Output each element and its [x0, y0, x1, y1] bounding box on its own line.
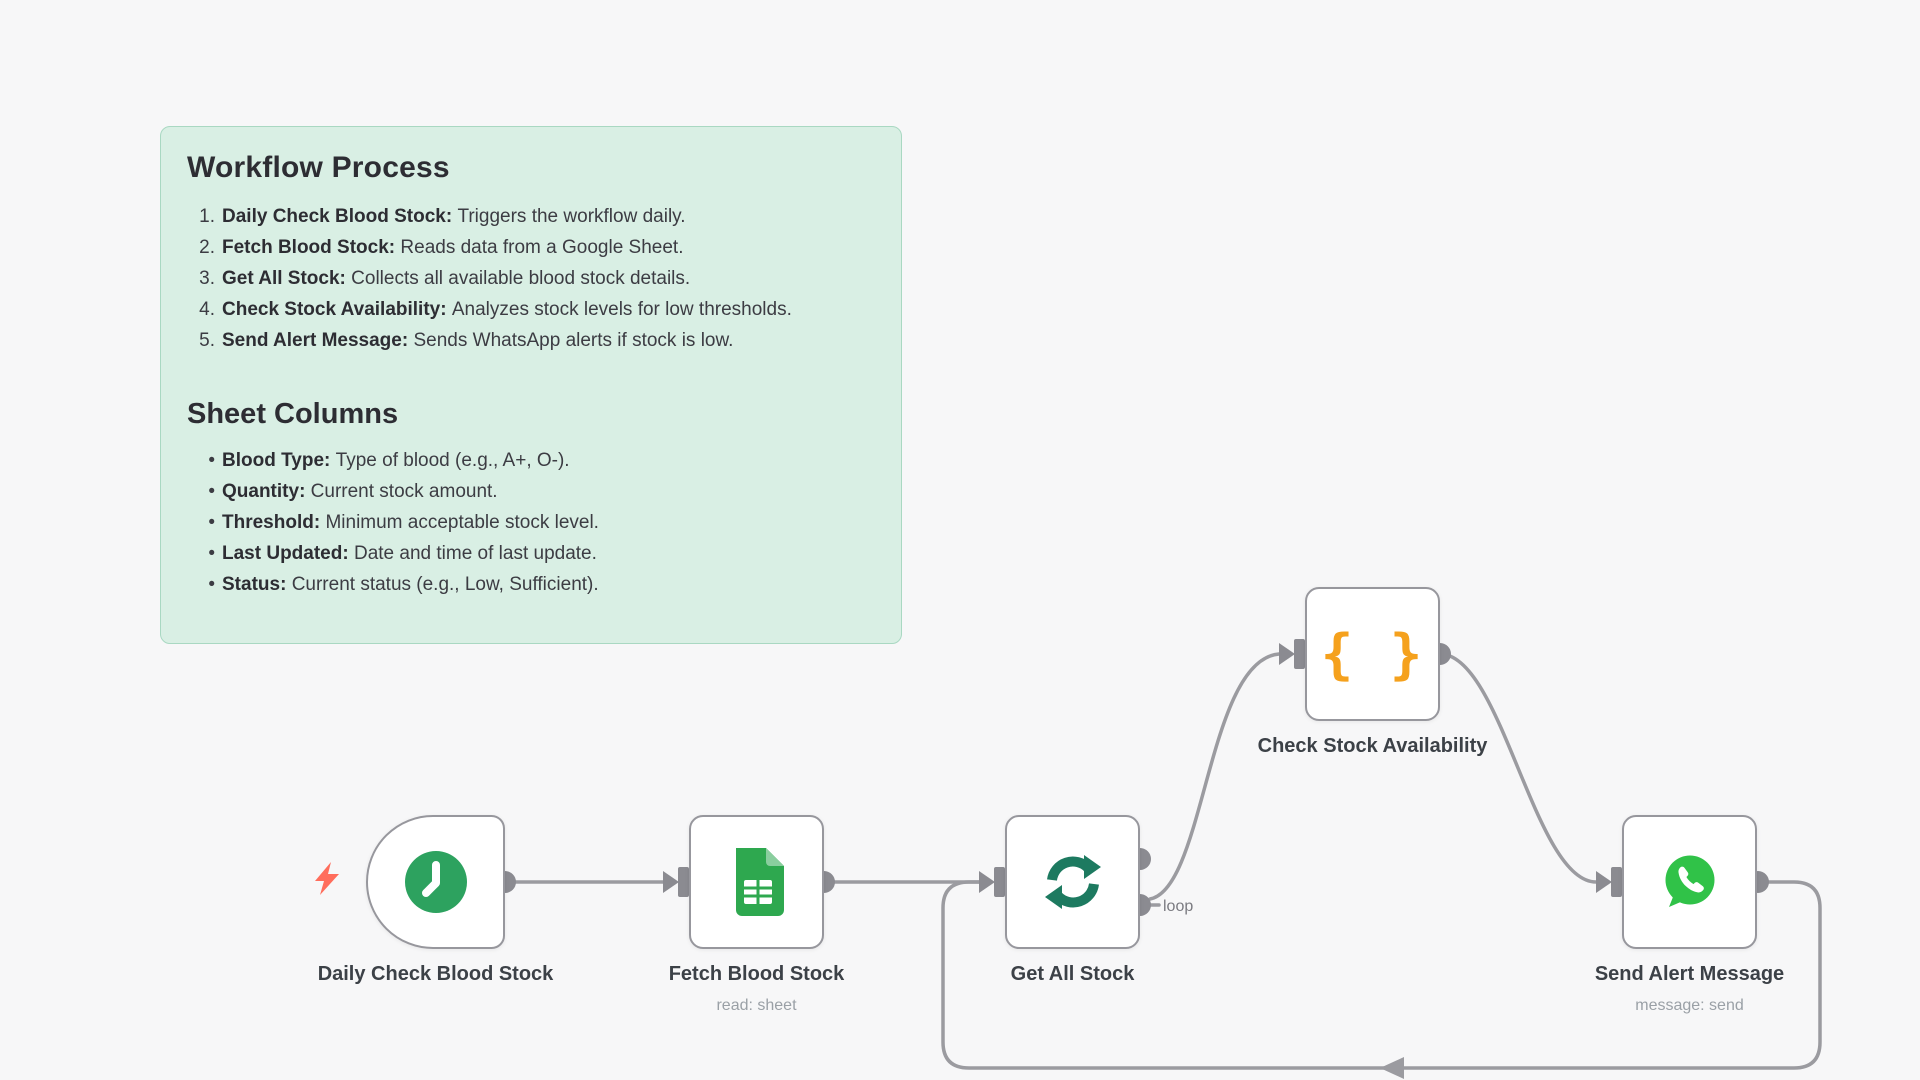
node-label: Check Stock Availability — [1257, 735, 1488, 757]
sheet-column: • Last UpdatedDate and time of last upda… — [187, 538, 875, 569]
sticky-subtitle: Sheet Columns — [187, 398, 399, 430]
input-connector-fetch[interactable] — [663, 867, 689, 897]
connection-check-to-send[interactable] — [1438, 652, 1598, 884]
node-subtitle: read: sheet — [716, 997, 797, 1014]
code-icon: { } — [1320, 622, 1425, 686]
node-label: Send Alert Message — [1594, 963, 1785, 985]
node-label: Fetch Blood Stock — [668, 963, 845, 985]
sheet-column: • QuantityCurrent stock amount. — [187, 476, 875, 507]
node-subtitle: message: send — [1635, 997, 1744, 1014]
clock-icon — [404, 851, 467, 913]
node-label: Get All Stock — [1010, 963, 1135, 985]
loop-icon — [1044, 855, 1101, 909]
sheet-column: • Blood TypeType of blood (e.g., A+, O-)… — [187, 445, 875, 476]
node-check-stock-availability[interactable]: { } Check Stock Availability — [1258, 587, 1487, 757]
node-send-alert-message[interactable]: Send Alert Message message: send — [1595, 815, 1784, 1014]
trigger-bolt-icon — [315, 862, 339, 895]
sheet-column: • StatusCurrent status (e.g., Low, Suffi… — [187, 569, 875, 600]
sticky-title: Workflow Process — [187, 151, 450, 184]
whatsapp-icon — [1661, 852, 1718, 911]
input-connector-send[interactable] — [1596, 867, 1622, 897]
input-connector-check[interactable] — [1279, 639, 1305, 669]
node-fetch-blood-stock[interactable]: Fetch Blood Stock read: sheet — [669, 815, 844, 1014]
google-sheets-icon — [735, 848, 784, 916]
workflow-step: 3. Get All StockCollects all available b… — [187, 263, 875, 294]
workflow-step: 4. Check Stock AvailabilityAnalyzes stoc… — [187, 294, 875, 325]
workflow-step: 1. Daily Check Blood StockTriggers the w… — [187, 201, 875, 232]
node-label: Daily Check Blood Stock — [317, 963, 554, 985]
input-connector-getall[interactable] — [979, 867, 1005, 897]
loop-output-label: loop — [1163, 898, 1193, 915]
workflow-step: 5. Send Alert MessageSends WhatsApp aler… — [187, 325, 875, 356]
loopback-arrowhead-icon — [1380, 1057, 1404, 1079]
workflow-step: 2. Fetch Blood StockReads data from a Go… — [187, 232, 875, 263]
sticky-note[interactable]: Workflow Process 1. Daily Check Blood St… — [160, 126, 902, 644]
sheet-columns-list: • Blood TypeType of blood (e.g., A+, O-)… — [187, 445, 875, 600]
workflow-steps-list: 1. Daily Check Blood StockTriggers the w… — [187, 201, 875, 356]
connection-loop-to-check[interactable] — [1148, 652, 1281, 901]
node-get-all-stock[interactable]: Get All Stock — [1005, 815, 1140, 985]
sheet-column: • ThresholdMinimum acceptable stock leve… — [187, 507, 875, 538]
node-daily-check-blood-stock[interactable]: Daily Check Blood Stock — [318, 815, 553, 985]
